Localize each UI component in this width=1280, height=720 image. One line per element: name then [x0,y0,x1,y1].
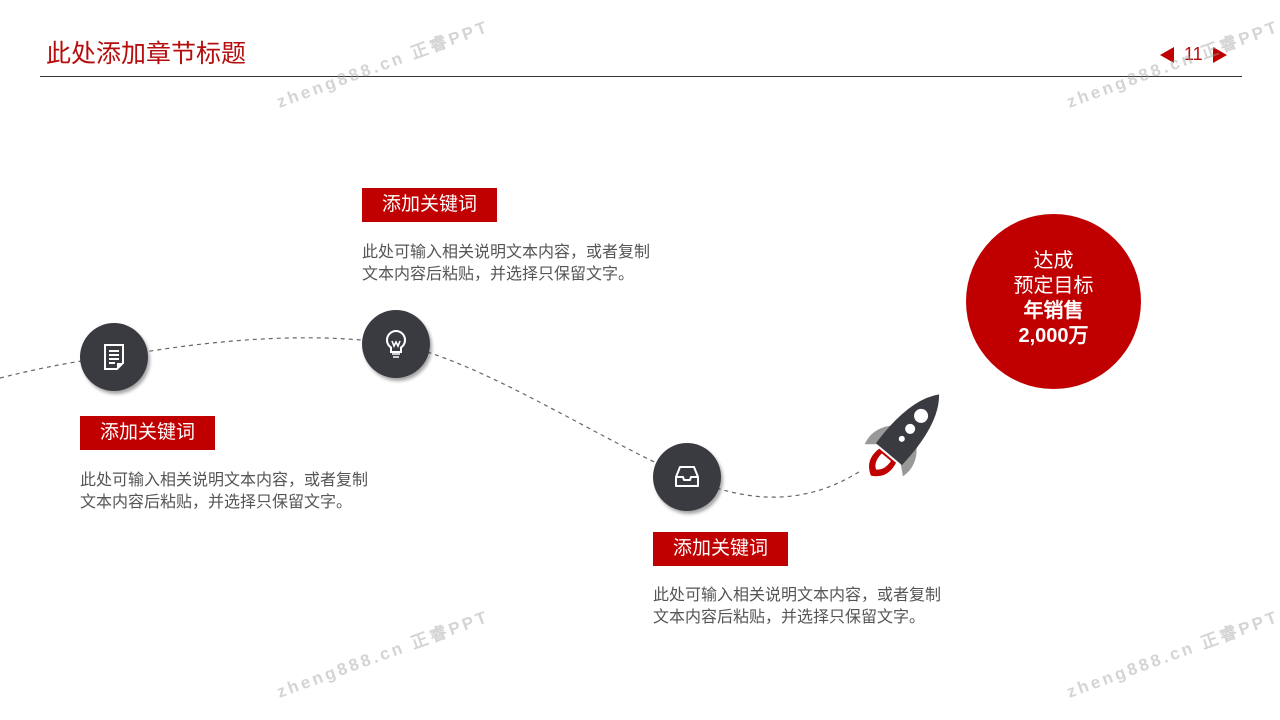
step-1-description: 此处可输入相关说明文本内容，或者复制文本内容后粘贴，并选择只保留文字。 [80,470,420,514]
goal-line: 预定目标 [1013,275,1094,297]
page-number: 11 [1184,44,1203,64]
desc-line: 此处可输入相关说明文本内容，或者复制 [362,244,651,261]
step-2-node [362,310,430,378]
rocket-icon [864,394,940,477]
step-2-keyword: 添加关键词 [362,188,498,222]
step-1-keyword: 添加关键词 [80,416,216,450]
step-3-description: 此处可输入相关说明文本内容，或者复制文本内容后粘贴，并选择只保留文字。 [653,585,993,629]
desc-line: 文本内容后粘贴，并选择只保留文字。 [653,609,926,626]
section-title: 此处添加章节标题 [46,40,247,68]
document-icon [104,344,124,370]
desc-line: 此处可输入相关说明文本内容，或者复制 [80,472,369,489]
next-page-icon[interactable] [1212,46,1227,63]
step-3-keyword: 添加关键词 [653,532,789,566]
goal-line: 达成 [1033,250,1074,272]
desc-line: 文本内容后粘贴，并选择只保留文字。 [80,494,353,511]
step-2-description: 此处可输入相关说明文本内容，或者复制文本内容后粘贴，并选择只保留文字。 [362,242,702,286]
lightbulb-icon [385,329,407,358]
step-1-node [80,323,148,391]
prev-page-icon[interactable] [1160,46,1174,63]
goal-sales-value: 2,000万 [1018,325,1089,347]
goal-circle: 达成 预定目标 年销售 2,000万 [966,214,1141,389]
header-divider [40,76,1242,77]
desc-line: 此处可输入相关说明文本内容，或者复制 [653,587,942,604]
inbox-icon [675,466,699,487]
desc-line: 文本内容后粘贴，并选择只保留文字。 [362,266,635,283]
pager: 11 [1160,44,1227,65]
step-3-node [653,443,721,511]
goal-sales-label: 年销售 [1023,300,1084,322]
